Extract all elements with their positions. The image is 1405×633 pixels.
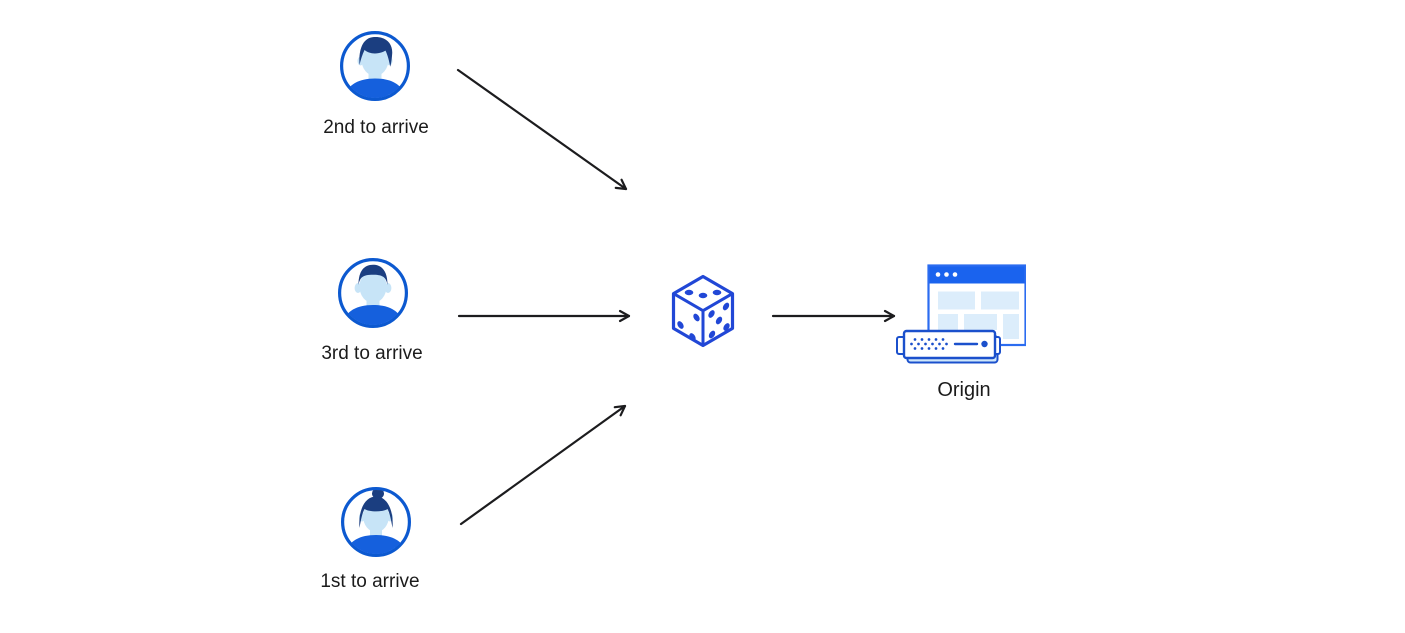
node-randomizer	[670, 274, 736, 348]
node-client-3	[337, 257, 409, 329]
node-client-2	[339, 30, 411, 102]
client-1-label: 1st to arrive	[320, 571, 420, 592]
dice-icon	[671, 274, 735, 348]
arrow-client1-to-dice	[459, 404, 627, 526]
node-client-1	[340, 486, 412, 558]
client-3-label: 3rd to arrive	[321, 343, 423, 364]
server-icon	[896, 329, 1001, 364]
client-2-label: 2nd to arrive	[323, 117, 429, 138]
node-origin	[890, 261, 1026, 367]
avatar-man-icon	[339, 30, 411, 102]
origin-server-icon	[896, 264, 1026, 364]
origin-label: Origin	[937, 379, 991, 401]
avatar-man-2-icon	[337, 257, 409, 329]
avatar-woman-icon	[340, 486, 412, 558]
arrow-client2-to-dice	[456, 68, 628, 191]
